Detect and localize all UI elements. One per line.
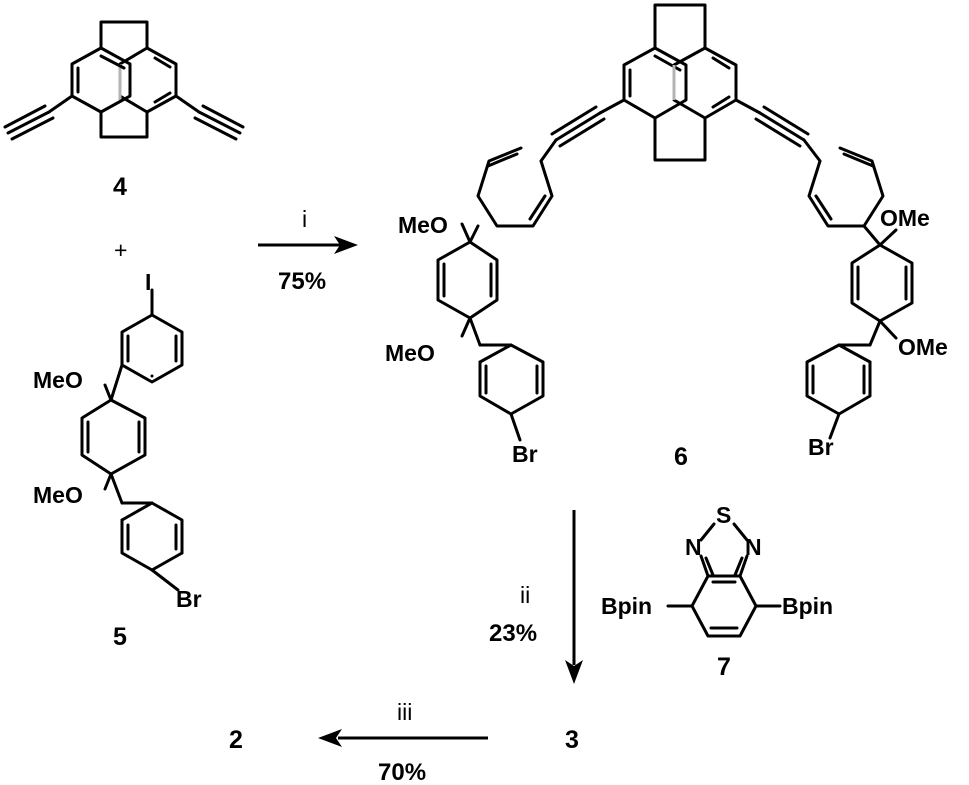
compound-4-structure (3, 20, 245, 141)
compound-6-methoxy-right-bottom: OMe (898, 334, 948, 360)
arrow-step-ii (565, 510, 583, 684)
compound-6-structure (436, 3, 914, 442)
step-ii-reagent: ii (520, 582, 530, 608)
compound-5-structure (80, 288, 184, 592)
compound-2-label: 2 (229, 726, 243, 754)
compound-5-label: 5 (113, 623, 127, 651)
compound-5-methoxy-bottom: MeO (33, 482, 83, 508)
compound-6-bromine-right: Br (808, 434, 834, 460)
compound-7-label: 7 (717, 653, 731, 681)
step-iii-yield: 70% (378, 759, 426, 785)
compound-7-bpin-right: Bpin (782, 593, 833, 619)
compound-5-bromine: Br (176, 586, 202, 612)
compound-7-bpin-left: Bpin (601, 593, 652, 619)
compound-6-label: 6 (674, 443, 688, 471)
arrow-step-i (258, 236, 358, 254)
step-i-reagent: i (302, 206, 307, 232)
compound-6-methoxy-left-top: MeO (398, 212, 448, 238)
compound-6-bromine-left: Br (512, 441, 538, 467)
step-i-yield: 75% (278, 268, 326, 295)
step-iii-reagent: iii (397, 699, 412, 725)
compound-7-sulfur: S (716, 502, 731, 528)
compound-6-methoxy-right-top: OMe (880, 205, 930, 231)
compound-6-methoxy-left-bottom: MeO (385, 340, 435, 366)
plus-sign: + (114, 237, 127, 263)
compound-3-label: 3 (565, 726, 579, 754)
arrow-step-iii (318, 729, 488, 747)
step-ii-yield: 23% (489, 620, 537, 647)
compound-5-methoxy-top: MeO (33, 367, 83, 393)
compound-7-nitrogen-left: N (685, 534, 702, 560)
compound-7-structure (666, 522, 782, 638)
compound-5-iodine: I (145, 269, 151, 295)
compound-7-nitrogen-right: N (745, 534, 762, 560)
compound-4-label: 4 (113, 173, 127, 201)
